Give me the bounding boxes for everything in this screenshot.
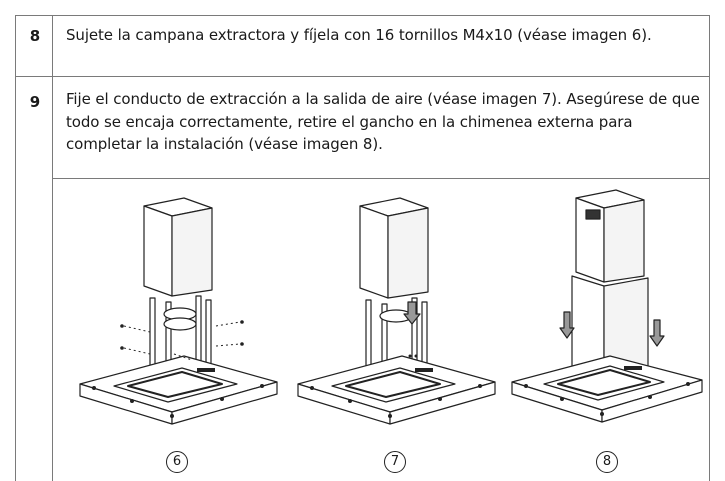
column-divider — [52, 15, 53, 481]
step-instruction: Sujete la campana extractora y fíjela co… — [66, 26, 652, 44]
figure-caption: 7 — [380, 450, 410, 473]
range-hood-duct-connection-icon — [297, 197, 496, 425]
row-divider — [15, 76, 710, 77]
figure-caption: 8 — [592, 450, 622, 473]
figure-row-divider — [52, 178, 710, 179]
table-border-left — [15, 15, 16, 481]
step-instruction: Fije el conducto de extracción a la sali… — [66, 90, 700, 153]
figure-caption: 6 — [162, 450, 192, 473]
range-hood-assembly-screws-icon — [79, 197, 278, 425]
range-hood-chimney-lowered-icon — [511, 189, 703, 423]
step-number: 9 — [29, 93, 41, 111]
step-number: 8 — [29, 27, 41, 45]
table-border-top — [15, 15, 710, 16]
table-border-right — [709, 15, 710, 481]
